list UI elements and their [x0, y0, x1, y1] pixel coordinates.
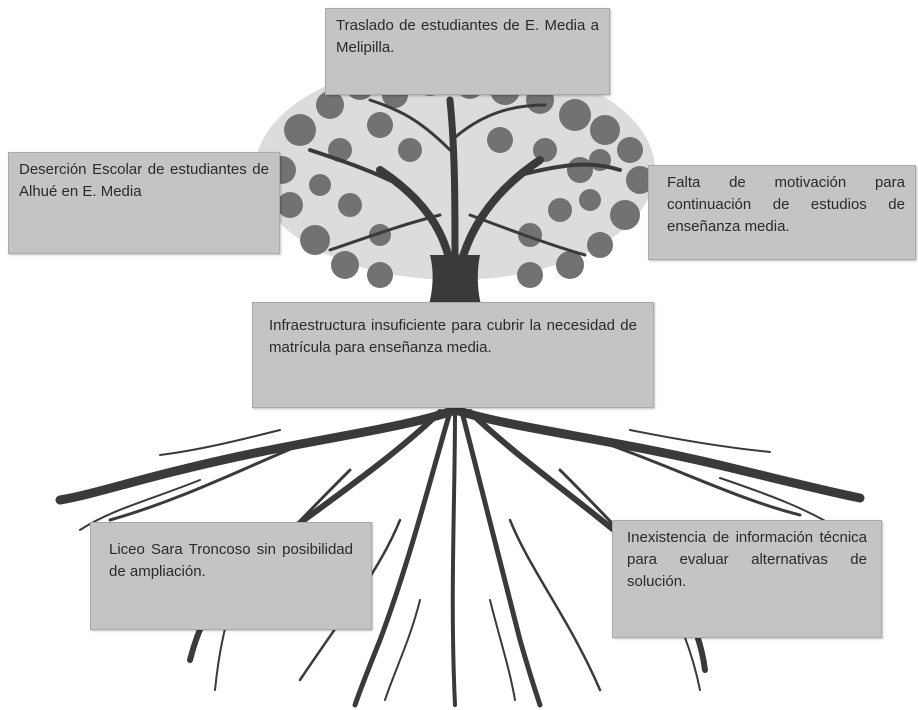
cause-text-left: Liceo Sara Troncoso sin posibilidad de a… [109, 541, 353, 580]
effect-box-top: Traslado de estudiantes de E. Media a Me… [325, 8, 610, 95]
tree-trunk [428, 255, 482, 308]
effect-box-right: Falta de motivación para continuación de… [648, 165, 916, 260]
central-problem-text: Infraestructura insuficiente para cubrir… [269, 317, 637, 356]
effect-box-left: Deserción Escolar de estudiantes de Alhu… [8, 152, 280, 254]
effect-text-left: Deserción Escolar de estudiantes de Alhu… [19, 161, 269, 200]
cause-box-right: Inexistencia de información técnica para… [612, 520, 882, 638]
effect-text-right: Falta de motivación para continuación de… [667, 174, 905, 235]
central-problem-box: Infraestructura insuficiente para cubrir… [252, 302, 654, 408]
cause-text-right: Inexistencia de información técnica para… [627, 529, 867, 590]
cause-box-left: Liceo Sara Troncoso sin posibilidad de a… [90, 522, 372, 630]
effect-text-top: Traslado de estudiantes de E. Media a Me… [336, 17, 599, 56]
